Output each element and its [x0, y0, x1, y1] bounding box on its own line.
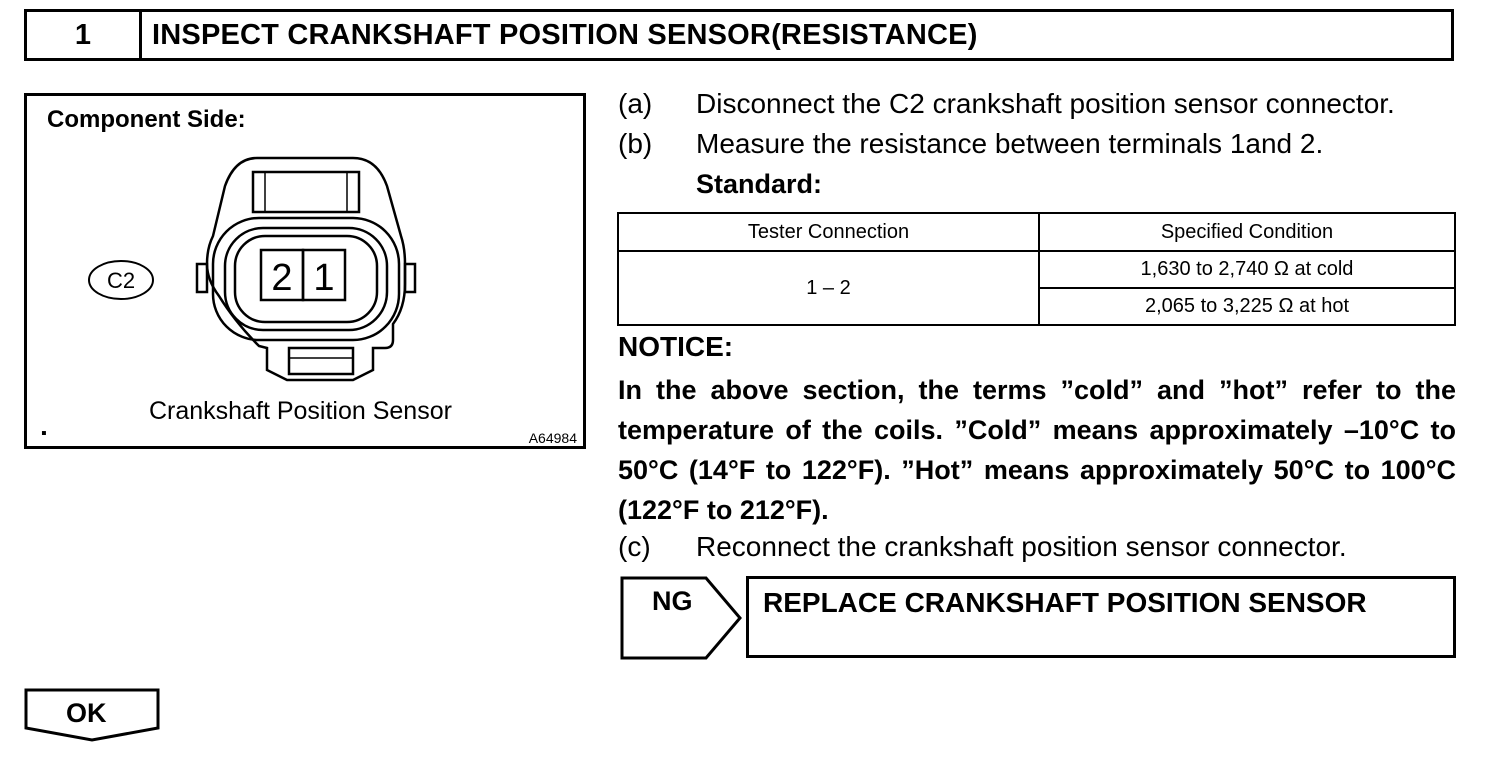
table-row: 2,065 to 3,225 Ω at hot	[618, 287, 1456, 326]
ng-action-box: REPLACE CRANKSHAFT POSITION SENSOR	[746, 576, 1456, 658]
table-header-row: Tester Connection Specified Condition	[617, 212, 1456, 252]
connector-figure: Component Side: 2 1 C2	[24, 93, 586, 449]
corner-mark-icon: ▪	[41, 425, 47, 442]
notice-heading: NOTICE:	[618, 331, 734, 362]
step-b-text: Measure the resistance between terminals…	[696, 128, 1324, 159]
header-specified-condition: Specified Condition	[1038, 212, 1456, 252]
figure-caption: Crankshaft Position Sensor	[149, 397, 452, 425]
step-c-text: Reconnect the crankshaft position sensor…	[696, 531, 1347, 562]
table-row: 1 – 2 1,630 to 2,740 Ω at cold	[617, 250, 1456, 326]
step-number: 1	[27, 12, 142, 58]
spec-table: Tester Connection Specified Condition 1 …	[617, 212, 1456, 326]
ng-action-text: REPLACE CRANKSHAFT POSITION SENSOR	[763, 587, 1367, 618]
terminal-1-label: 1	[313, 257, 334, 299]
step-a-letter: (a)	[618, 88, 653, 119]
step-b-letter: (b)	[618, 128, 653, 159]
ok-arrow-box	[24, 688, 160, 742]
cell-connection: 1 – 2	[617, 250, 1040, 326]
figure-id: A64984	[528, 430, 577, 446]
step-c-letter: (c)	[618, 531, 651, 562]
ng-arrow-box	[620, 576, 742, 660]
terminal-2-label: 2	[271, 257, 292, 299]
cell-condition-hot: 2,065 to 3,225 Ω at hot	[1038, 287, 1456, 326]
standard-label: Standard:	[696, 169, 823, 199]
step-title: INSPECT CRANKSHAFT POSITION SENSOR(RESIS…	[152, 18, 978, 51]
step-c: (c) Reconnect the crankshaft position sen…	[618, 531, 1347, 563]
header-tester-connection: Tester Connection	[617, 212, 1040, 252]
step-b: (b) Measure the resistance between termin…	[618, 128, 1323, 160]
step-a: (a) Disconnect the C2 crankshaft position…	[618, 88, 1395, 120]
ok-label: OK	[66, 698, 107, 728]
connector-code-label: C2	[107, 268, 135, 293]
component-side-label: Component Side:	[47, 106, 246, 133]
connector-diagram: 2 1 C2	[88, 156, 417, 382]
ng-label: NG	[652, 586, 693, 616]
step-a-text: Disconnect the C2 crankshaft position se…	[696, 88, 1395, 119]
notice-text: In the above section, the terms ”cold” a…	[618, 375, 1456, 525]
cell-condition-cold: 1,630 to 2,740 Ω at cold	[1038, 250, 1456, 289]
step-header: 1 INSPECT CRANKSHAFT POSITION SENSOR(RES…	[24, 9, 1454, 61]
